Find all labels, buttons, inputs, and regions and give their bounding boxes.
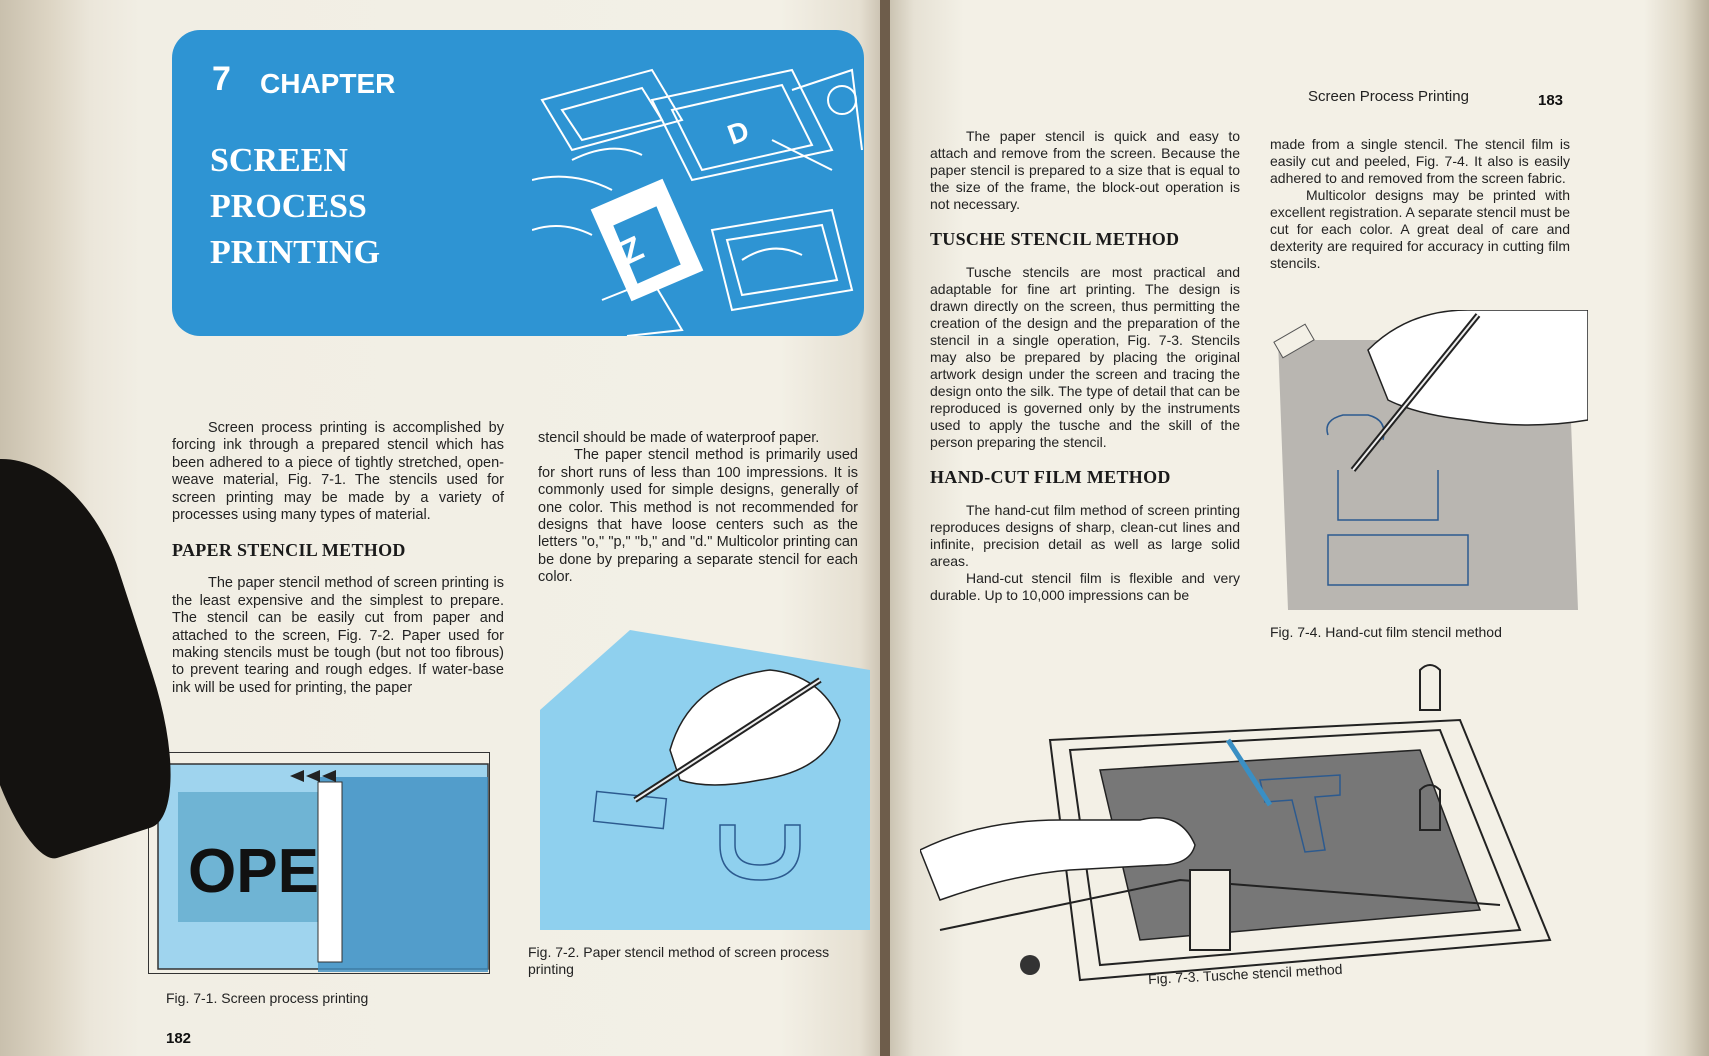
paper-stencil-paragraph: The paper stencil method of screen print…: [172, 575, 504, 696]
figure-7-3: [920, 664, 1552, 982]
tusche-paragraph: Tusche stencils are most practical and a…: [930, 264, 1240, 450]
heading-paper-stencil: PAPER STENCIL METHOD: [172, 540, 406, 561]
fig4-caption: Fig. 7-4. Hand-cut film stencil method: [1270, 624, 1502, 640]
right-column-1: The paper stencil is quick and easy to a…: [930, 128, 1240, 604]
chapter-banner: 7 CHAPTER SCREEN PROCESS PRINTING D Z: [172, 30, 864, 336]
svg-text:D: D: [723, 115, 753, 151]
right-column-2: made from a single stencil. The stencil …: [1270, 136, 1570, 272]
heading-tusche-stencil: TUSCHE STENCIL METHOD: [930, 229, 1180, 249]
figure-7-4: [1273, 310, 1588, 610]
paper-stencil-runs-paragraph: The paper stencil method is primarily us…: [538, 447, 858, 586]
hand-cut-continued: made from a single stencil. The stencil …: [1270, 136, 1570, 186]
fig2-caption: Fig. 7-2. Paper stencil method of screen…: [528, 944, 830, 977]
chapter-title: SCREEN PROCESS PRINTING: [210, 142, 381, 271]
chapter-label: CHAPTER: [260, 68, 396, 99]
chapter-illustration: D Z: [532, 68, 863, 336]
paper-stencil-attach-paragraph: The paper stencil is quick and easy to a…: [930, 128, 1240, 212]
intro-paragraph: Screen process printing is accomplished …: [172, 420, 504, 524]
right-page-number: 183: [1538, 92, 1564, 109]
multicolor-paragraph: Multicolor designs may be printed with e…: [1270, 187, 1570, 271]
hand-cut-paragraph-1: The hand-cut film method of screen print…: [930, 502, 1240, 569]
figure-7-2: [540, 630, 870, 930]
left-page-number: 182: [166, 1030, 192, 1047]
hand-cut-paragraph-2: Hand-cut stencil film is flexible and ve…: [930, 570, 1240, 603]
book-spine: [880, 0, 890, 1056]
chapter-number: 7: [212, 60, 231, 98]
heading-hand-cut-film: HAND-CUT FILM METHOD: [930, 467, 1171, 487]
left-column-1: Screen process printing is accomplished …: [172, 420, 504, 697]
fig1-stencil-word: OPE: [188, 837, 319, 906]
left-column-2: stencil should be made of waterproof pap…: [538, 430, 858, 587]
paper-stencil-continued: stencil should be made of waterproof pap…: [538, 430, 820, 446]
fig1-caption: Fig. 7-1. Screen process printing: [166, 990, 369, 1006]
running-head: Screen Process Printing: [1308, 88, 1469, 105]
figure-7-1: OPE: [148, 752, 490, 974]
